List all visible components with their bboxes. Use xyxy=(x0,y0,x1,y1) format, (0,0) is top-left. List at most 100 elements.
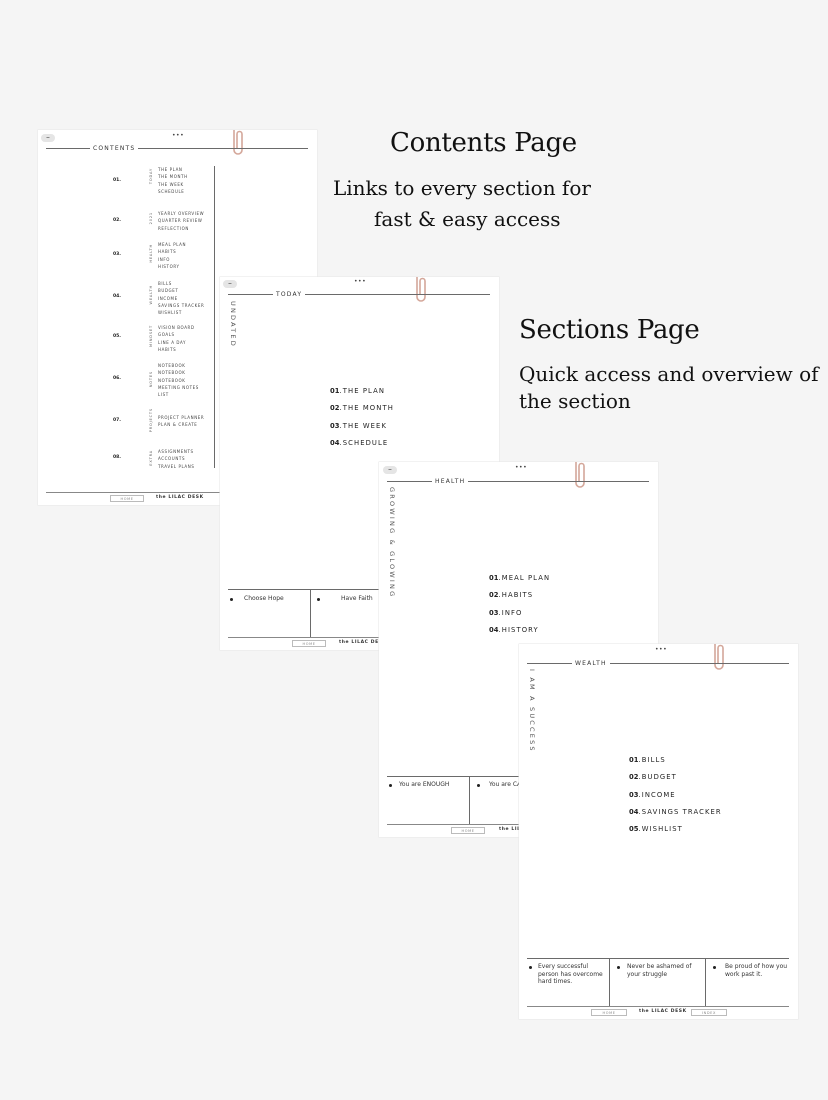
affirmation: Be proud of how you work past it. xyxy=(725,963,788,978)
dots-icon: ••• xyxy=(515,464,528,471)
contents-link[interactable]: INCOME xyxy=(158,295,178,301)
sections-page-subheading-line1: Quick access and overview of xyxy=(519,362,819,386)
section-link[interactable]: 02.HABITS xyxy=(489,591,534,599)
contents-link[interactable]: LINE A DAY xyxy=(158,339,187,345)
bullet-icon xyxy=(230,598,233,601)
contents-section-number: 08. xyxy=(113,455,121,460)
brand-logo: the LILAC DESK xyxy=(156,495,204,500)
contents-page-heading: Contents Page xyxy=(390,128,577,158)
contents-link[interactable]: LIST xyxy=(158,392,169,398)
bullet-icon xyxy=(477,784,480,787)
contents-link[interactable]: HABITS xyxy=(158,346,177,352)
contents-section-category: TODAY xyxy=(149,168,153,185)
home-button[interactable]: HOME xyxy=(110,495,144,502)
contents-link[interactable]: INFO xyxy=(158,256,171,262)
home-button[interactable]: HOME xyxy=(591,1009,627,1016)
section-link[interactable]: 03.INFO xyxy=(489,609,523,617)
contents-link[interactable]: PLAN & CREATE xyxy=(158,422,198,428)
menu-icon[interactable]: ⌣ xyxy=(223,280,237,288)
section-label: HEALTH xyxy=(432,478,469,485)
bullet-icon xyxy=(529,966,532,969)
section-link[interactable]: 03.INCOME xyxy=(629,791,676,799)
contents-link[interactable]: SAVINGS TRACKER xyxy=(158,302,205,308)
section-link[interactable]: 03.THE WEEK xyxy=(330,422,388,430)
index-button[interactable]: INDEX xyxy=(691,1009,727,1016)
contents-link[interactable]: HISTORY xyxy=(158,263,180,269)
contents-section-number: 06. xyxy=(113,376,121,381)
contents-link[interactable]: WISHLIST xyxy=(158,310,182,316)
contents-section-category: HEALTH xyxy=(149,244,153,263)
contents-page-subheading-line1: Links to every section for xyxy=(333,176,591,200)
sections-page-subheading-line2: the section xyxy=(519,389,631,413)
contents-link[interactable]: PROJECT PLANNER xyxy=(158,415,205,420)
brand-logo: the LILAC DESK xyxy=(339,640,387,645)
affirmation: You are ENOUGH xyxy=(399,781,450,788)
bullet-icon xyxy=(713,966,716,969)
affirmation: Every successful person has overcome har… xyxy=(538,963,603,985)
contents-link[interactable]: VISION BOARD xyxy=(158,325,195,330)
affirmation: Never be ashamed of your struggle xyxy=(627,963,692,978)
contents-link[interactable]: REFLECTION xyxy=(158,225,189,231)
contents-link[interactable]: HABITS xyxy=(158,249,177,255)
brand-logo: the LILAC DESK xyxy=(639,1009,687,1014)
contents-link[interactable]: NOTEBOOK xyxy=(158,377,186,383)
contents-link[interactable]: MEETING NOTES xyxy=(158,384,199,390)
contents-section-number: 02. xyxy=(113,218,121,223)
section-link[interactable]: 02.BUDGET xyxy=(629,773,677,781)
contents-link[interactable]: ACCOUNTS xyxy=(158,456,186,462)
affirmation: You are CA xyxy=(489,781,522,788)
contents-link[interactable]: THE MONTH xyxy=(158,174,188,180)
section-label: TODAY xyxy=(273,291,306,298)
contents-section-number: 04. xyxy=(113,294,121,299)
contents-link[interactable]: BUDGET xyxy=(158,288,179,294)
contents-section-category: EXTRA xyxy=(149,450,153,466)
menu-icon[interactable]: ⌣ xyxy=(383,466,397,474)
dots-icon: ••• xyxy=(354,278,367,285)
contents-link[interactable]: QUARTER REVIEW xyxy=(158,218,203,224)
home-button[interactable]: HOME xyxy=(292,640,326,647)
paperclip-icon xyxy=(575,462,585,488)
dots-icon: ••• xyxy=(172,132,185,139)
menu-icon[interactable]: ⌣ xyxy=(41,134,55,142)
contents-link[interactable]: NOTEBOOK xyxy=(158,370,186,376)
contents-link[interactable]: NOTEBOOK xyxy=(158,363,186,368)
section-vertical-tagline: UNDATED xyxy=(229,301,237,348)
contents-section-category: NOTES xyxy=(149,371,153,388)
affirmation: Have Faith xyxy=(341,595,373,602)
contents-label: CONTENTS xyxy=(90,145,139,152)
contents-link[interactable]: ASSIGNMENTS xyxy=(158,449,194,454)
section-link[interactable]: 01.BILLS xyxy=(629,756,666,764)
section-link[interactable]: 01.THE PLAN xyxy=(330,387,386,395)
contents-link[interactable]: GOALS xyxy=(158,332,175,338)
section-link[interactable]: 05.WISHLIST xyxy=(629,825,683,833)
section-vertical-tagline: I AM A SUCCESS xyxy=(528,669,536,753)
contents-page-subheading-line2: fast & easy access xyxy=(374,207,561,231)
contents-link[interactable]: THE WEEK xyxy=(158,181,184,187)
section-label: WEALTH xyxy=(572,660,610,667)
contents-link[interactable]: THE PLAN xyxy=(158,167,183,172)
section-vertical-tagline: GROWING & GLOWING xyxy=(388,487,396,599)
bullet-icon xyxy=(317,598,320,601)
contents-link[interactable]: BILLS xyxy=(158,281,172,286)
affirmation: Choose Hope xyxy=(244,595,284,602)
contents-section-number: 03. xyxy=(113,252,121,257)
contents-section-category: MINDSET xyxy=(149,325,153,347)
contents-section-number: 07. xyxy=(113,418,121,423)
paperclip-icon xyxy=(714,644,724,670)
paperclip-icon xyxy=(233,130,243,155)
section-link[interactable]: 04.SAVINGS TRACKER xyxy=(629,808,722,816)
sections-page-heading: Sections Page xyxy=(519,315,700,345)
contents-section-category: 2021 xyxy=(149,212,153,225)
section-link[interactable]: 04.HISTORY xyxy=(489,626,539,634)
wealth-section-page-preview: ••• WEALTH I AM A SUCCESS 01.BILLS 02.BU… xyxy=(519,644,798,1019)
contents-link[interactable]: SCHEDULE xyxy=(158,188,185,194)
section-link[interactable]: 02.THE MONTH xyxy=(330,404,394,412)
home-button[interactable]: HOME xyxy=(451,827,485,834)
contents-link[interactable]: TRAVEL PLANS xyxy=(158,463,195,469)
contents-section-category: WEALTH xyxy=(149,285,153,305)
section-link[interactable]: 04.SCHEDULE xyxy=(330,439,389,447)
contents-link[interactable]: YEARLY OVERVIEW xyxy=(158,211,205,216)
contents-link[interactable]: MEAL PLAN xyxy=(158,242,187,247)
section-link[interactable]: 01.MEAL PLAN xyxy=(489,574,551,582)
contents-section-category: PROJECTS xyxy=(149,408,153,433)
